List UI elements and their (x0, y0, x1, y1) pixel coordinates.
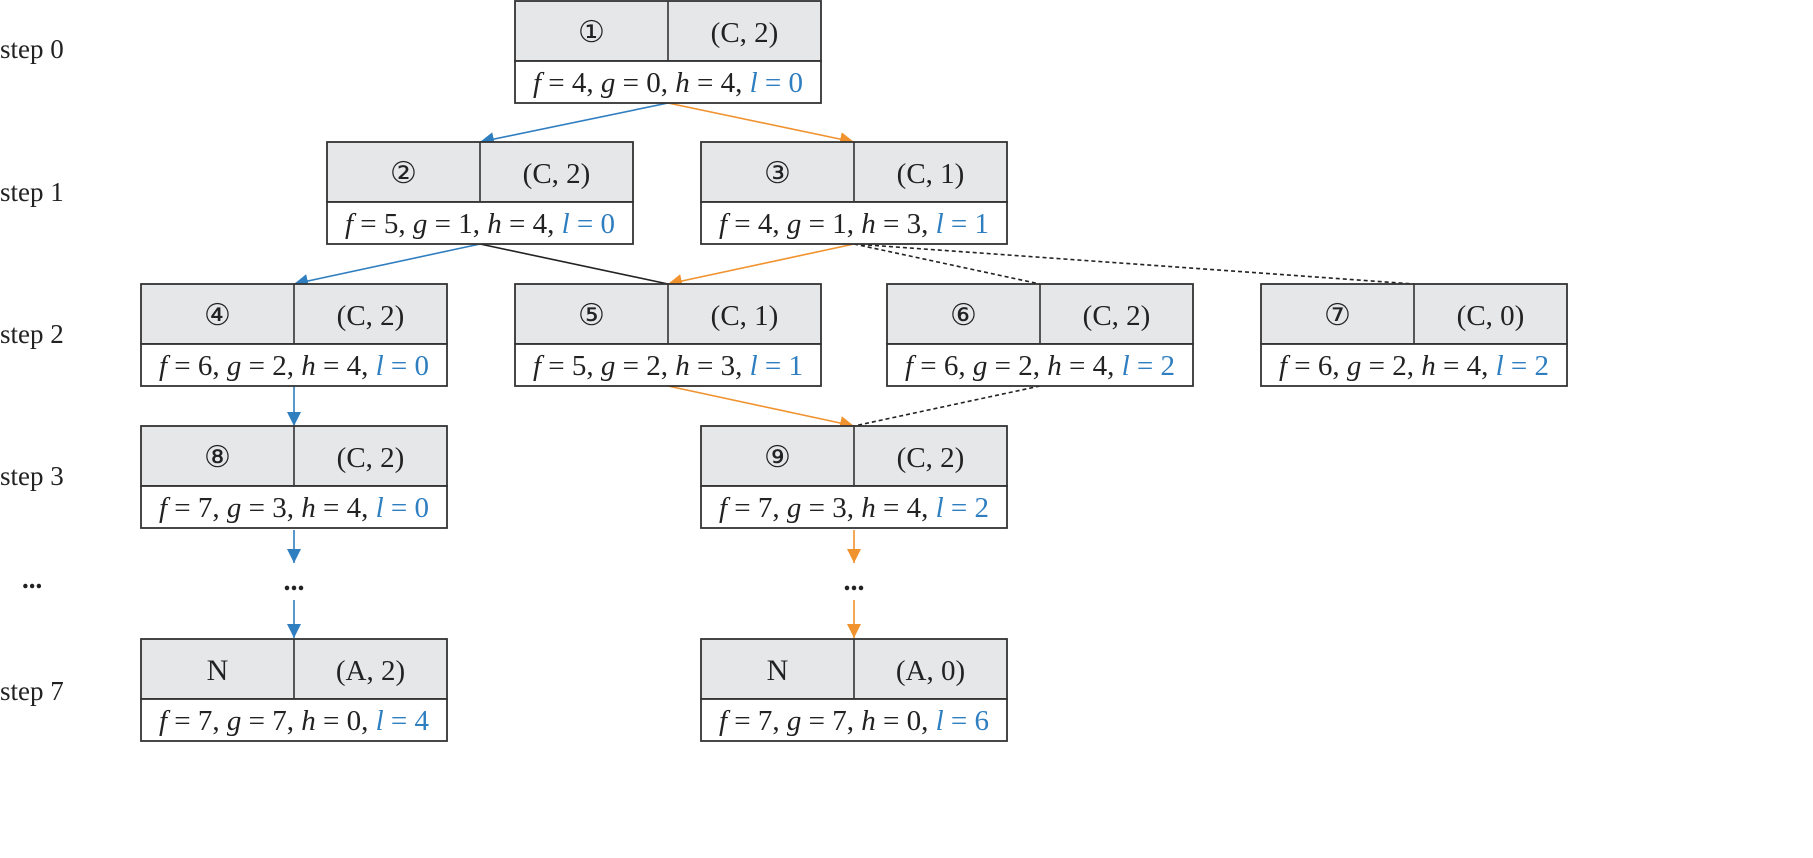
step-label-ellipsis: ... (22, 564, 43, 594)
node-costs: f = 6, g = 2, h = 4, l = 2 (1279, 350, 1549, 382)
edge-n9-nR: ... (844, 530, 865, 638)
node-costs: f = 5, g = 2, h = 3, l = 1 (533, 350, 803, 382)
node-state: (C, 1) (897, 158, 965, 190)
node-id: ⑥ (950, 299, 977, 332)
tree-node-n9: ⑨ (C, 2) f = 7, g = 3, h = 4, l = 2 (700, 425, 1008, 529)
node-id: N (767, 654, 789, 687)
node-id: ③ (764, 157, 791, 190)
step-label-1: step 1 (0, 177, 64, 207)
node-state: (C, 0) (1457, 300, 1525, 332)
edge-n3-n5 (667, 243, 855, 288)
tree-node-n1: ① (C, 2) f = 4, g = 0, h = 4, l = 0 (514, 0, 822, 104)
step-label-7: step 7 (0, 676, 64, 706)
node-costs: f = 7, g = 7, h = 0, l = 6 (719, 705, 989, 737)
edge-n2-n5 (479, 243, 669, 285)
node-costs: f = 6, g = 2, h = 4, l = 2 (905, 350, 1175, 382)
tree-node-n3: ③ (C, 1) f = 4, g = 1, h = 3, l = 1 (700, 141, 1008, 245)
node-id: ④ (204, 299, 231, 332)
node-state: (C, 2) (337, 442, 405, 474)
edge-n3-n6 (853, 243, 1041, 285)
node-id: ⑤ (578, 299, 605, 332)
edge-n1-n2 (479, 102, 669, 147)
node-id: ① (578, 16, 605, 49)
step-label-3: step 3 (0, 461, 64, 491)
node-id: N (207, 654, 229, 687)
edge-n6-n9 (853, 385, 1041, 427)
node-costs: f = 5, g = 1, h = 4, l = 0 (345, 208, 615, 240)
node-costs: f = 7, g = 3, h = 4, l = 0 (159, 492, 429, 524)
node-costs: f = 4, g = 1, h = 3, l = 1 (719, 208, 989, 240)
node-id: ⑧ (204, 441, 231, 474)
node-costs: f = 6, g = 2, h = 4, l = 0 (159, 350, 429, 382)
ellipsis: ... (284, 566, 305, 597)
tree-node-nL: N (A, 2) f = 7, g = 7, h = 0, l = 4 (140, 638, 448, 742)
node-state: (C, 2) (711, 17, 779, 49)
node-state: (A, 0) (896, 655, 965, 687)
node-state: (A, 2) (336, 655, 405, 687)
edge-n3-n7 (853, 243, 1415, 285)
edge-n5-n9 (667, 385, 855, 430)
edge-n8-nL: ... (284, 530, 305, 638)
node-state: (C, 2) (897, 442, 965, 474)
node-state: (C, 2) (523, 158, 591, 190)
tree-node-n4: ④ (C, 2) f = 6, g = 2, h = 4, l = 0 (140, 283, 448, 387)
node-id: ② (390, 157, 417, 190)
node-id: ⑦ (1324, 299, 1351, 332)
tree-node-n7: ⑦ (C, 0) f = 6, g = 2, h = 4, l = 2 (1260, 283, 1568, 387)
node-id: ⑨ (764, 441, 791, 474)
tree-node-nR: N (A, 0) f = 7, g = 7, h = 0, l = 6 (700, 638, 1008, 742)
tree-node-n6: ⑥ (C, 2) f = 6, g = 2, h = 4, l = 2 (886, 283, 1194, 387)
edge-n1-n3 (667, 102, 855, 146)
node-state: (C, 1) (711, 300, 779, 332)
node-state: (C, 2) (1083, 300, 1151, 332)
tree-node-n5: ⑤ (C, 1) f = 5, g = 2, h = 3, l = 1 (514, 283, 822, 387)
node-costs: f = 7, g = 3, h = 4, l = 2 (719, 492, 989, 524)
node-costs: f = 7, g = 7, h = 0, l = 4 (159, 705, 430, 737)
node-state: (C, 2) (337, 300, 405, 332)
tree-node-n8: ⑧ (C, 2) f = 7, g = 3, h = 4, l = 0 (140, 425, 448, 529)
tree-node-n2: ② (C, 2) f = 5, g = 1, h = 4, l = 0 (326, 141, 634, 245)
edge-n2-n4 (293, 243, 481, 288)
node-costs: f = 4, g = 0, h = 4, l = 0 (533, 67, 803, 99)
step-label-2: step 2 (0, 319, 64, 349)
ellipsis: ... (844, 566, 865, 597)
step-label-0: step 0 (0, 34, 64, 64)
